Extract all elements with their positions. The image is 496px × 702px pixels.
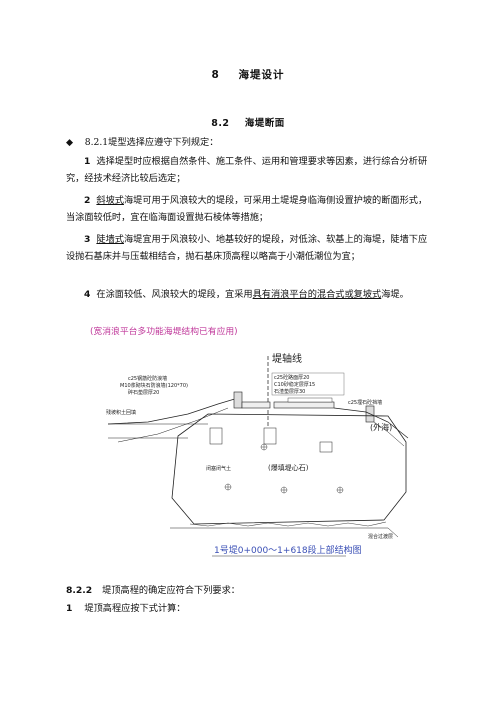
chapter-number: 8 [211,69,220,81]
label-left-side: 残坡积土回填 [106,409,136,416]
item-3: 3 陡墙式海堤宜用于风浪较小、地基较好的堤段，对低涂、软基上的海堤，陡墙下应设抛石… [66,231,430,265]
item-number: 1 [66,603,73,614]
item-4: 4 在涂面较低、风浪较大的堤段，宜采用具有消浪平台的混合式或复坡式海堤。 [66,286,430,303]
item-text: 选择堤型时应根据自然条件、施工条件、运用和管理要求等因素，进行综合分析研究，经技… [66,156,428,184]
item-2: 2 斜坡式海堤可用于风浪较大的堤段，可采用土堤堤身临海侧设置护坡的断面形式，当涂面… [66,192,430,226]
item-number: 1 [84,156,91,167]
seawall-diagram: 堤轴线 c25钢筋砼防浪墙 M10浆砌块石防浪墙(120*70) 碎石垫层厚20… [106,352,409,557]
label-left-1: c25钢筋砼防浪墙 [128,375,167,382]
label-left-2: M10浆砌块石防浪墙(120*70) [120,382,188,389]
axis-label: 堤轴线 [272,352,302,365]
seawall-section-figure: 堤轴线 c25钢筋砼防浪墙 M10浆砌块石防浪墙(120*70) 碎石垫层厚20… [88,342,424,562]
label-right-top: c25埋石砼挡墙 [348,399,382,406]
chapter-title: 8 海堤设计 [0,67,496,82]
label-base: 混合过渡层 [368,533,393,540]
section-number: 8.2 [211,118,230,129]
item-text: 海堤宜用于风浪较小、地基较好的堤段，对低涂、软基上的海堤，陡墙下应设抛石基床并与… [66,234,428,262]
section-title: 8.2 海堤断面 [0,115,496,129]
figure-caption: 1号堤0+000～1+618段上部结构图 [214,544,362,556]
item-text-after: 海堤。 [381,289,409,300]
label-center: (爆填堤心石) [268,463,309,472]
item-text-before: 在涂面较低、风浪较大的堤段，宜采用 [96,289,253,300]
label-mid-2: C10砂稳定层厚15 [274,381,315,388]
clause-code: 8.2.2 [66,585,93,596]
clause-text: 堤顶高程的确定应符合下列要求： [102,585,240,596]
item-underlined: 斜坡式 [96,195,124,206]
label-mid-1: c25砼路面厚20 [274,374,309,381]
item-number: 4 [84,289,91,300]
label-left-3: 碎石垫层厚20 [128,389,159,396]
clause-8-2-1-text: 8.2.1堤型选择应遵守下列规定： [84,137,219,148]
label-mid-3: 石渣垫层厚30 [274,388,305,395]
diamond-bullet-icon: ◆ [66,137,74,148]
clause-8-2-2: 8.2.2 堤顶高程的确定应符合下列要求： [66,582,240,596]
section-title-text: 海堤断面 [244,118,285,129]
item-underlined: 陡墙式 [96,234,124,245]
label-inner: 闭塞闭气土 [206,465,231,472]
chapter-title-text: 海堤设计 [238,69,285,81]
note-wide-platform: (宽消浪平台多功能海堤结构已有应用) [90,327,238,337]
clause-8-2-1: ◆ 8.2.1堤型选择应遵守下列规定： [66,134,430,151]
item-number: 3 [84,234,91,245]
clause-8-2-2-item-1: 1 堤顶高程应按下式计算： [66,600,185,614]
item-underlined: 具有消浪平台的混合式或复坡式 [252,289,382,300]
item-number: 2 [84,195,91,206]
item-text: 海堤可用于风浪较大的堤段，可采用土堤堤身临海侧设置护坡的断面形式，当涂面较低时，… [66,195,428,223]
item-text: 堤顶高程应按下式计算： [84,603,186,614]
